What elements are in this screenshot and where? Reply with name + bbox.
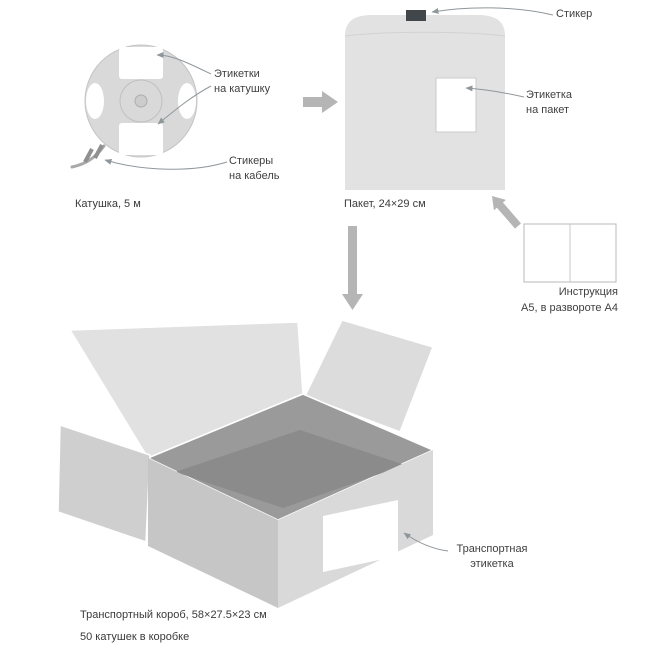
cable-stickers-callout-text: Стикеры на кабель bbox=[229, 154, 280, 184]
package-label-callout-line1: Этикетка bbox=[526, 89, 572, 101]
spool-illustration bbox=[70, 44, 198, 169]
spool-caption: Катушка, 5 м bbox=[75, 198, 141, 210]
instruction-caption-line2: А5, в развороте А4 bbox=[521, 302, 618, 314]
spool-labels-callout-line2: на катушку bbox=[214, 83, 271, 95]
box-caption: Транспортный короб, 58×27.5×23 см 50 кат… bbox=[80, 604, 267, 648]
package-label bbox=[435, 77, 477, 133]
spool-axle-hole bbox=[134, 94, 148, 108]
package-label-callout-line2: на пакет bbox=[526, 104, 570, 116]
package-illustration bbox=[344, 10, 506, 190]
cable-stickers-callout-line2: на кабель bbox=[229, 170, 280, 182]
instruction-caption-line1: Инструкция bbox=[558, 286, 618, 298]
callout-line-cable-stickers bbox=[104, 158, 228, 170]
cable-sticker-2 bbox=[93, 144, 104, 159]
spool-labels-callout-line1: Этикетки bbox=[214, 68, 260, 80]
box-illustration bbox=[57, 319, 435, 608]
callout-line-transport-label bbox=[403, 532, 449, 552]
flow-arrow-right-icon bbox=[303, 91, 338, 113]
callout-line-spool-label-bottom bbox=[157, 85, 212, 125]
cable-stickers-callout-line1: Стикеры bbox=[229, 155, 274, 167]
box-caption-line2: 50 катушек в коробке bbox=[80, 631, 190, 643]
instruction-caption: Инструкция А5, в развороте А4 bbox=[521, 284, 618, 316]
package-flap-fold bbox=[344, 31, 506, 37]
flow-arrow-down-icon bbox=[342, 226, 363, 310]
spool-label-bottom bbox=[119, 123, 163, 155]
package-caption: Пакет, 24×29 см bbox=[344, 198, 426, 210]
package-sticker-callout-text: Стикер bbox=[556, 8, 593, 20]
package-sticker bbox=[406, 10, 426, 21]
box-interior-floor bbox=[175, 430, 405, 508]
spool-slot-left bbox=[86, 83, 104, 119]
flow-arrow-upleft-icon bbox=[492, 196, 521, 229]
box-flap-left bbox=[57, 423, 151, 544]
cable-sticker-1 bbox=[83, 148, 94, 163]
callout-line-package-label bbox=[465, 85, 525, 98]
box-face-front-left bbox=[148, 458, 278, 608]
box-transport-label bbox=[323, 500, 398, 572]
box-flap-right bbox=[303, 319, 434, 433]
instruction-illustration bbox=[523, 223, 617, 283]
spool-label-top bbox=[119, 47, 163, 79]
callout-line-package-sticker bbox=[431, 7, 554, 16]
transport-label-callout-line2: этикетка bbox=[470, 558, 514, 570]
box-caption-line1: Транспортный короб, 58×27.5×23 см bbox=[80, 609, 267, 621]
package-label-callout-text: Этикетка на пакет bbox=[526, 88, 572, 118]
spool-labels-callout-text: Этикетки на катушку bbox=[214, 67, 270, 97]
package-body bbox=[345, 15, 505, 190]
transport-label-callout-line1: Транспортная bbox=[456, 543, 528, 555]
transport-label-callout-text: Транспортная этикетка bbox=[448, 542, 536, 572]
callout-line-spool-label-top bbox=[156, 52, 212, 75]
